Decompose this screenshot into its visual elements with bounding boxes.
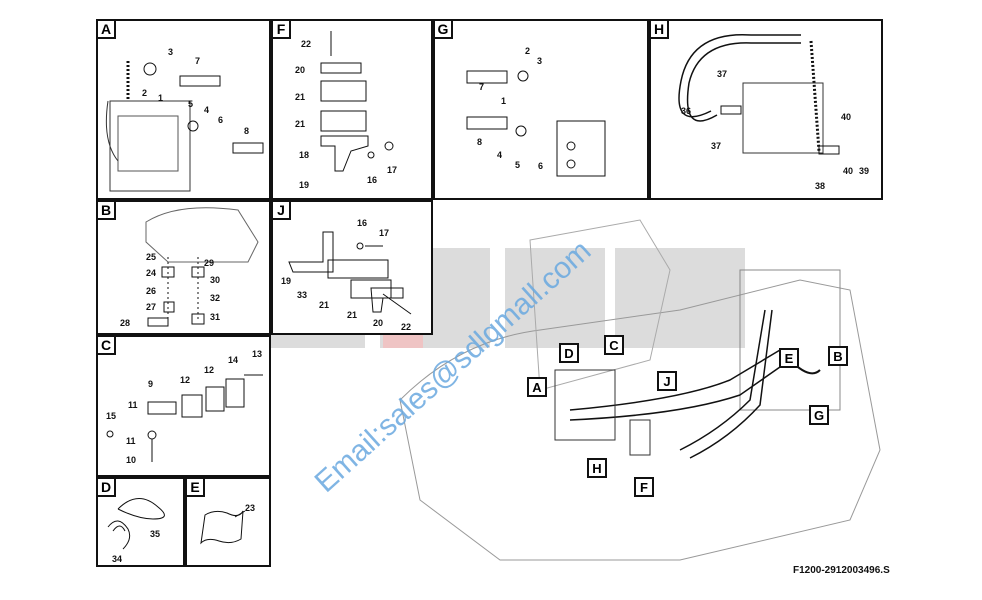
panel-h-drawing: 37 36 37 40 38 40 39 — [678, 33, 869, 191]
part-number: 13 — [252, 349, 262, 359]
part-number: 19 — [299, 180, 309, 190]
part-number: 20 — [295, 65, 305, 75]
panel-e-drawing: 23 — [200, 503, 255, 545]
document-id: F1200-2912003496.S — [793, 565, 890, 576]
panel-b-drawing: 25 29 24 30 26 32 27 28 31 — [120, 207, 259, 328]
panel-a-drawing: 3 7 2 1 5 4 6 8 — [105, 47, 264, 192]
panel-a: A 3 7 2 1 5 4 6 8 — [96, 19, 271, 200]
part-number: 2 — [142, 88, 147, 98]
part-number: 18 — [299, 150, 309, 160]
panel-label: H — [651, 21, 669, 39]
part-number: 6 — [218, 115, 223, 125]
panel-c-drawing: 13 14 9 12 12 11 15 11 10 — [106, 349, 263, 465]
part-number: 40 — [843, 166, 853, 176]
part-number: 39 — [859, 166, 869, 176]
callout-f: F — [634, 477, 654, 497]
part-number: 8 — [244, 126, 249, 136]
callout-b: B — [828, 346, 848, 366]
part-number: 29 — [204, 258, 214, 268]
part-number: 3 — [168, 47, 173, 57]
part-number: 23 — [245, 503, 255, 513]
panel-label: G — [435, 21, 453, 39]
part-number: 24 — [146, 268, 156, 278]
panel-label: E — [187, 479, 205, 497]
part-number: 21 — [295, 92, 305, 102]
part-number: 26 — [146, 286, 156, 296]
panel-j: J 16 17 19 33 21 21 20 22 — [271, 200, 433, 335]
callout-e: E — [779, 348, 799, 368]
part-number: 40 — [841, 112, 851, 122]
part-number: 21 — [295, 119, 305, 129]
panel-c: C 13 14 9 12 12 11 15 11 10 — [96, 335, 271, 477]
part-number: 19 — [281, 276, 291, 286]
part-number: 7 — [479, 82, 484, 92]
panel-label: D — [98, 479, 116, 497]
part-number: 4 — [497, 150, 502, 160]
panel-label: C — [98, 337, 116, 355]
part-number: 22 — [401, 322, 411, 332]
part-number: 3 — [537, 56, 542, 66]
part-number: 33 — [297, 290, 307, 300]
panel-d-drawing: 35 34 — [107, 498, 165, 564]
part-number: 21 — [347, 310, 357, 320]
panel-e: E 23 — [185, 477, 271, 567]
panel-b: B 25 29 24 30 26 32 27 28 31 — [96, 200, 271, 335]
part-number: 37 — [717, 69, 727, 79]
part-number: 1 — [158, 93, 163, 103]
part-number: 25 — [146, 252, 156, 262]
part-number: 30 — [210, 275, 220, 285]
part-number: 8 — [477, 137, 482, 147]
part-number: 20 — [373, 318, 383, 328]
part-number: 14 — [228, 355, 238, 365]
callout-d: D — [559, 343, 579, 363]
machine-assembly-drawing — [399, 219, 881, 561]
part-number: 37 — [711, 141, 721, 151]
part-number: 15 — [106, 411, 116, 421]
part-number: 16 — [357, 218, 367, 228]
part-number: 1 — [501, 96, 506, 106]
callout-j: J — [657, 371, 677, 391]
part-number: 5 — [188, 99, 193, 109]
panel-g: G 2 3 7 1 8 4 5 6 — [433, 19, 649, 200]
part-number: 6 — [538, 161, 543, 171]
callout-a: A — [527, 377, 547, 397]
panel-f-drawing: 22 20 21 21 18 19 16 17 — [295, 31, 397, 190]
part-number: 5 — [515, 160, 520, 170]
panel-h: H 37 36 37 40 38 40 39 — [649, 19, 883, 200]
part-number: 11 — [128, 400, 138, 410]
part-number: 38 — [815, 181, 825, 191]
panel-f: F 22 20 21 21 18 19 16 17 — [271, 19, 433, 200]
callout-h: H — [587, 458, 607, 478]
part-number: 21 — [319, 300, 329, 310]
part-number: 34 — [112, 554, 122, 564]
callout-g: G — [809, 405, 829, 425]
part-number: 17 — [387, 165, 397, 175]
panel-g-drawing: 2 3 7 1 8 4 5 6 — [466, 46, 606, 177]
part-number: 16 — [367, 175, 377, 185]
part-number: 7 — [195, 56, 200, 66]
part-number: 27 — [146, 302, 156, 312]
part-number: 36 — [681, 106, 691, 116]
part-number: 35 — [150, 529, 160, 539]
part-number: 11 — [126, 436, 136, 446]
panel-label: F — [273, 21, 291, 39]
panel-j-drawing: 16 17 19 33 21 21 20 22 — [281, 218, 412, 332]
part-number: 31 — [210, 312, 220, 322]
part-number: 4 — [204, 105, 209, 115]
part-number: 22 — [301, 39, 311, 49]
part-number: 12 — [204, 365, 214, 375]
part-number: 28 — [120, 318, 130, 328]
part-number: 10 — [126, 455, 136, 465]
part-number: 9 — [148, 379, 153, 389]
part-number: 32 — [210, 293, 220, 303]
panel-label: B — [98, 202, 116, 220]
part-number: 17 — [379, 228, 389, 238]
part-number: 2 — [525, 46, 530, 56]
panel-label: J — [273, 202, 291, 220]
panel-label: A — [98, 21, 116, 39]
part-number: 12 — [180, 375, 190, 385]
callout-c: C — [604, 335, 624, 355]
panel-d: D 35 34 — [96, 477, 185, 567]
